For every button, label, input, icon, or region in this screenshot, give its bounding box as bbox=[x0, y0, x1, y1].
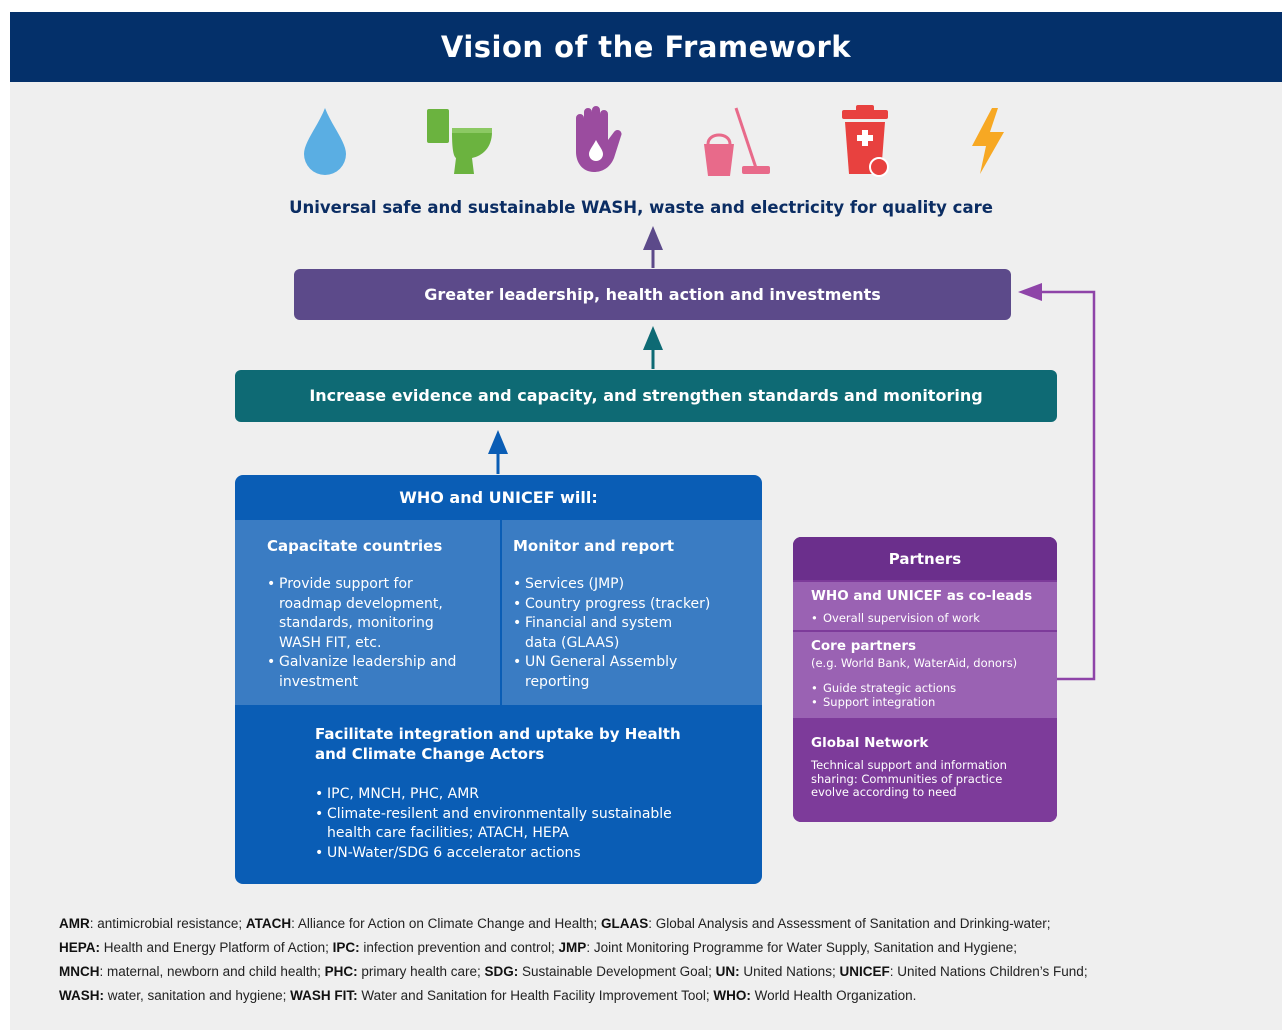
global-network-heading: Global Network bbox=[811, 735, 929, 751]
hand-hygiene-icon bbox=[576, 106, 622, 172]
facilitate-integration-panel: Facilitate integration and uptake by Hea… bbox=[235, 707, 762, 884]
list-item: Financial and system data (GLAAS) bbox=[513, 614, 675, 653]
goal-statement: Universal safe and sustainable WASH, was… bbox=[289, 198, 993, 217]
capacitate-countries-panel: Capacitate countries Provide support for… bbox=[235, 520, 500, 705]
global-network-section: Global Network Technical support and inf… bbox=[793, 720, 1057, 822]
global-network-text: Technical support and information sharin… bbox=[811, 758, 1007, 799]
toilet-icon bbox=[427, 109, 492, 174]
list-item: Galvanize leadership and investment bbox=[267, 653, 477, 692]
partners-box: Partners WHO and UNICEF as co-leads Over… bbox=[793, 537, 1057, 822]
list-item: Climate-resilent and environmentally sus… bbox=[315, 805, 715, 844]
arrow-to-evidence bbox=[488, 430, 508, 474]
arrow-to-leadership bbox=[643, 326, 663, 369]
list-item: Support integration bbox=[811, 695, 956, 710]
page-title: Vision of the Framework bbox=[10, 12, 1282, 82]
monitor-list: Services (JMP) Country progress (tracker… bbox=[513, 575, 753, 692]
list-item: UN-Water/SDG 6 accelerator actions bbox=[315, 844, 715, 864]
list-item: IPC, MNCH, PHC, AMR bbox=[315, 785, 715, 805]
partners-feedback-arrow bbox=[1018, 283, 1096, 681]
list-item: Country progress (tracker) bbox=[513, 595, 753, 615]
arrow-to-goal bbox=[643, 226, 663, 268]
core-partners-heading: Core partners bbox=[811, 638, 917, 654]
co-leads-section: WHO and UNICEF as co-leads Overall super… bbox=[793, 582, 1057, 630]
partners-title: Partners bbox=[793, 537, 1057, 580]
facilitate-heading: Facilitate integration and uptake by Hea… bbox=[315, 725, 681, 763]
co-leads-heading: WHO and UNICEF as co-leads bbox=[811, 588, 1033, 604]
healthcare-waste-bin-icon bbox=[842, 105, 889, 177]
monitor-heading: Monitor and report bbox=[513, 537, 675, 555]
core-partners-list: Guide strategic actions Support integrat… bbox=[811, 681, 956, 710]
leadership-bar: Greater leadership, health action and in… bbox=[294, 269, 1011, 320]
list-item: Overall supervision of work bbox=[811, 611, 980, 626]
core-partners-examples: (e.g. World Bank, WaterAid, donors) bbox=[811, 656, 1018, 670]
evidence-bar: Increase evidence and capacity, and stre… bbox=[235, 370, 1057, 422]
capacitate-list: Provide support for roadmap development,… bbox=[267, 575, 477, 692]
capacitate-heading: Capacitate countries bbox=[267, 537, 443, 555]
abbreviations-footnote: AMR: antimicrobial resistance; ATACH: Al… bbox=[59, 916, 1088, 1003]
core-partners-section: Core partners (e.g. World Bank, WaterAid… bbox=[793, 632, 1057, 718]
water-drop-icon bbox=[304, 108, 346, 175]
who-unicef-title: WHO and UNICEF will: bbox=[399, 488, 598, 507]
list-item: Guide strategic actions bbox=[811, 681, 956, 696]
monitor-report-panel: Monitor and report Services (JMP) Countr… bbox=[502, 520, 762, 705]
cleaning-bucket-mop-icon bbox=[704, 107, 770, 176]
list-item: Services (JMP) bbox=[513, 575, 753, 595]
list-item: UN General Assembly reporting bbox=[513, 653, 705, 692]
facilitate-list: IPC, MNCH, PHC, AMR Climate-resilent and… bbox=[315, 785, 715, 863]
who-unicef-box: WHO and UNICEF will: Capacitate countrie… bbox=[235, 475, 762, 884]
co-leads-list: Overall supervision of work bbox=[811, 611, 980, 626]
list-item: Provide support for roadmap development,… bbox=[267, 575, 477, 653]
electricity-bolt-icon bbox=[972, 108, 1004, 174]
